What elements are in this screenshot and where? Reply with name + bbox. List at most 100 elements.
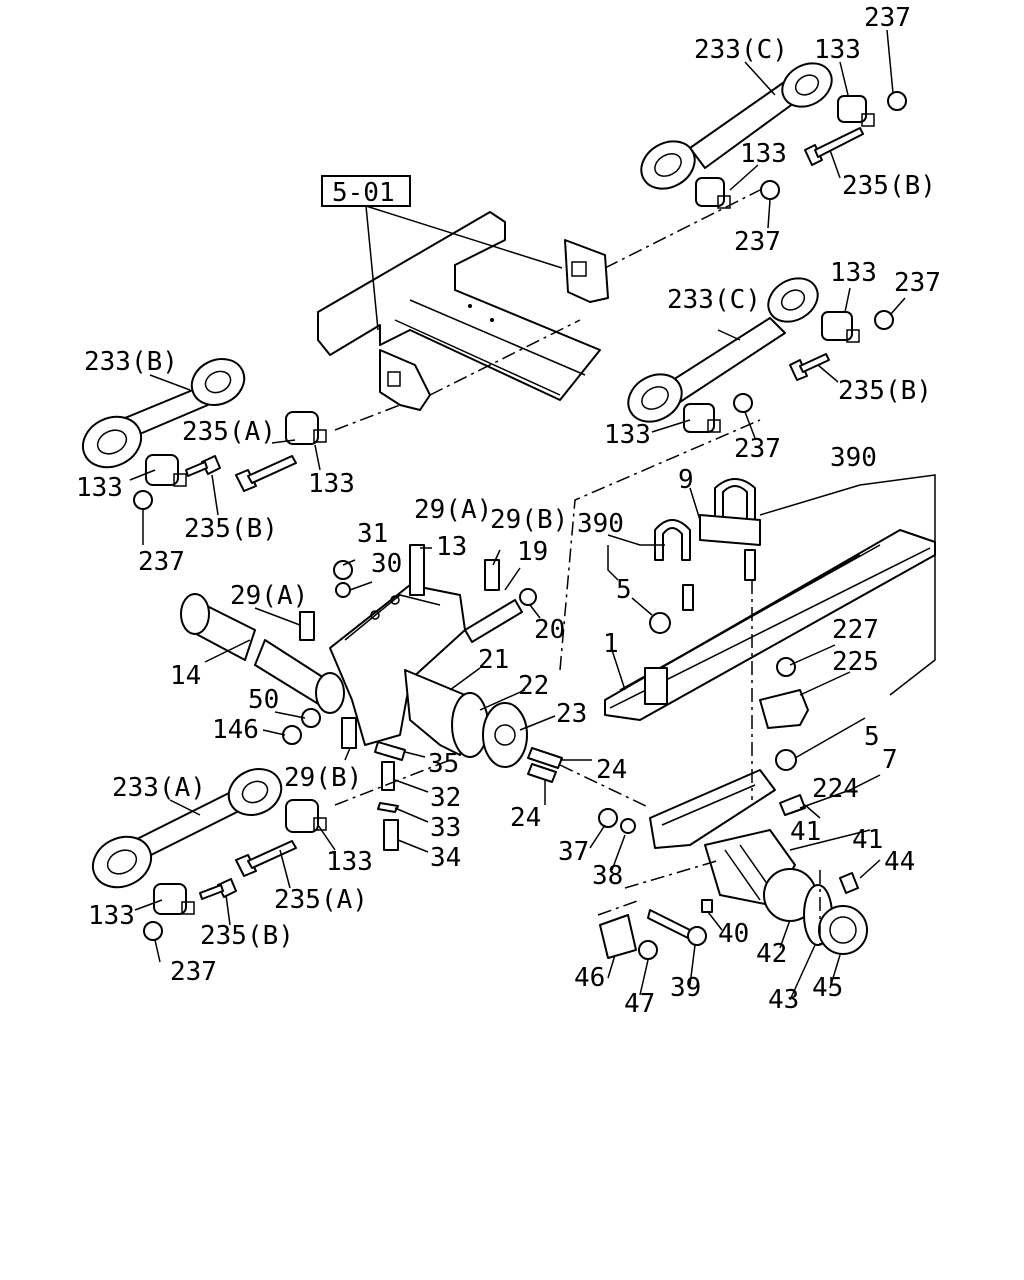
plate-46 [599, 914, 637, 959]
label-227: 227 [832, 615, 879, 645]
bushing-133-c [821, 311, 860, 343]
label-23: 23 [556, 699, 587, 729]
label-24-b: 24 [510, 803, 541, 833]
reference-box-label: 5-01 [332, 178, 395, 208]
label-35: 35 [428, 749, 459, 779]
washer-38 [620, 818, 636, 834]
nut-37 [598, 808, 618, 828]
label-29b-b: 29(B) [284, 763, 362, 793]
cap-45 [818, 905, 868, 955]
label-40: 40 [718, 919, 749, 949]
nut-237-d [733, 393, 753, 413]
label-24-a: 24 [596, 755, 627, 785]
torque-rod-233c-middle [627, 277, 819, 423]
bushing-133-b [695, 177, 731, 209]
label-224: 224 [812, 774, 859, 804]
label-235a-a: 235(A) [182, 417, 276, 447]
nut-5-b [775, 749, 797, 771]
trunnion-bracket-7 [649, 769, 776, 849]
bushing-133-f [145, 454, 187, 487]
label-133-b: 133 [740, 139, 787, 169]
label-237-e: 237 [138, 547, 185, 577]
label-42: 42 [756, 939, 787, 969]
label-31: 31 [357, 519, 388, 549]
bushing-133-h [153, 883, 195, 915]
label-235b-d: 235(B) [200, 921, 294, 951]
label-30: 30 [371, 549, 402, 579]
bolt-235b-c [185, 455, 221, 477]
trunnion-21-22-23 [404, 669, 528, 768]
label-34: 34 [430, 843, 461, 873]
nut-237-a [887, 91, 907, 111]
bolt-29a-a [409, 544, 425, 596]
label-235b-c: 235(B) [184, 514, 278, 544]
frame-bracket-lower [379, 349, 431, 411]
label-9: 9 [678, 465, 694, 495]
nut-237-c [874, 310, 894, 330]
torque-rod-233b [81, 358, 246, 469]
center-lines [334, 189, 821, 945]
nut-237-e [133, 490, 153, 510]
label-32: 32 [430, 783, 461, 813]
washer-33 [377, 802, 399, 813]
nut-227 [776, 657, 796, 677]
label-50: 50 [248, 685, 279, 715]
label-237-b: 237 [734, 227, 781, 257]
label-38: 38 [592, 861, 623, 891]
label-39: 39 [670, 973, 701, 1003]
label-233a: 233(A) [112, 773, 206, 803]
bolt-39 [647, 909, 707, 946]
label-233b: 233(B) [84, 347, 178, 377]
bushing-133-e [285, 411, 327, 445]
label-133-f: 133 [76, 473, 123, 503]
label-390-a: 390 [830, 443, 877, 473]
label-37: 37 [558, 837, 589, 867]
grease-40 [701, 899, 713, 913]
bushing-133-g [285, 799, 327, 833]
label-21: 21 [478, 645, 509, 675]
nut-237-f [143, 921, 163, 941]
frame-rail [317, 211, 601, 401]
label-29a-a: 29(A) [414, 495, 492, 525]
label-237-c: 237 [894, 268, 941, 298]
label-133-c: 133 [830, 258, 877, 288]
label-233c-b: 233(C) [667, 285, 761, 315]
bolt-235a-b [235, 840, 297, 877]
label-29b-a: 29(B) [490, 505, 568, 535]
label-390-b: 390 [577, 509, 624, 539]
label-44: 44 [884, 847, 915, 877]
nut-237-b [760, 180, 780, 200]
pin-224 [779, 794, 806, 816]
label-235b-a: 235(B) [842, 171, 936, 201]
bushing-133-a [837, 95, 875, 127]
label-20: 20 [534, 615, 565, 645]
label-22: 22 [518, 671, 549, 701]
bolt-29b-b [341, 717, 357, 749]
label-13: 13 [436, 532, 467, 562]
label-237-a: 237 [864, 3, 911, 33]
stopper-225 [759, 689, 809, 729]
pin-35 [374, 741, 406, 761]
part-labels: 237 233(C) 133 133 235(B) 237 233(C) 133… [76, 3, 941, 1019]
bolt-235b-d [199, 878, 237, 900]
stud-19-20 [464, 588, 537, 643]
frame-bracket-upper [564, 239, 609, 303]
label-225: 225 [832, 647, 879, 677]
label-47: 47 [624, 989, 655, 1019]
bushing-133-d [683, 403, 721, 433]
bolt-29a-b [299, 611, 315, 641]
bolt-29b-a [484, 559, 500, 591]
u-bolt-9 [699, 478, 761, 581]
label-233c-a: 233(C) [694, 35, 788, 65]
label-133-d: 133 [604, 420, 651, 450]
bolt-44 [839, 872, 859, 894]
pin-24-a [527, 747, 563, 769]
label-46: 46 [574, 963, 605, 993]
tube-14 [180, 593, 345, 714]
label-1: 1 [603, 629, 619, 659]
label-43: 43 [768, 985, 799, 1015]
nut-146 [282, 725, 302, 745]
bolt-235b-a [804, 127, 864, 166]
label-7: 7 [882, 745, 898, 775]
